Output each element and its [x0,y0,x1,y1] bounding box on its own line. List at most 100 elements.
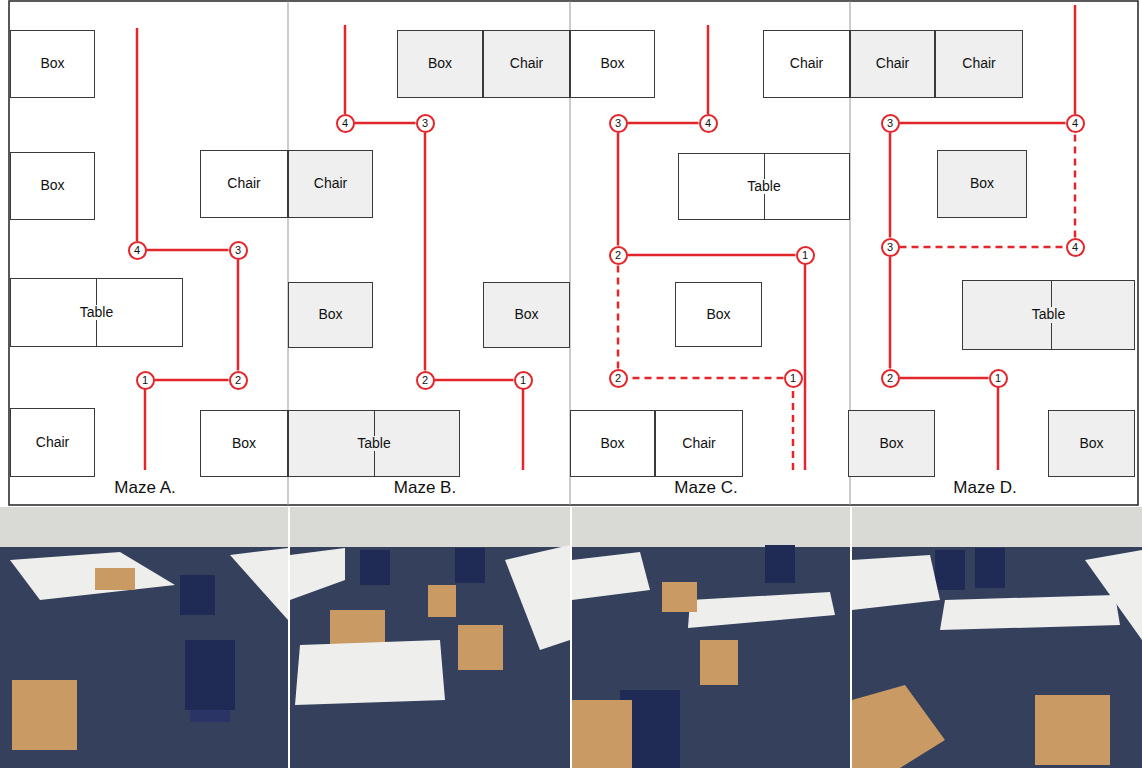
object-box: Chair [200,150,288,218]
object-label: Box [968,176,996,191]
photo-wall [572,507,850,547]
waypoint-number: 2 [235,374,241,386]
waypoint-circle: 4 [1066,114,1085,133]
object-box: Table [962,280,1135,350]
object-label: Box [230,436,258,451]
object-label: Box [1077,436,1105,451]
object-box: Chair [935,30,1023,98]
photo-box [662,582,697,612]
photo-table [290,548,345,600]
object-box: Table [10,278,183,347]
waypoint-circle: 2 [881,369,900,388]
route-segment [355,122,416,125]
route-segment [155,379,229,382]
route-segment [424,133,427,371]
photo-box [700,640,738,685]
maze-label: Maze B. [394,478,456,498]
object-box: Box [200,410,288,477]
waypoint-number: 2 [887,372,893,384]
route-segment [617,133,620,246]
photo-chair [190,710,230,722]
object-box: Chair [288,150,373,218]
photo-table [1085,550,1142,640]
object-box: Chair [763,30,850,98]
object-box: Box [1048,410,1135,477]
photo-chair [935,550,965,590]
photo-chair [765,545,795,583]
route-segment [435,379,514,382]
photo-chair [360,550,390,585]
waypoint-number: 2 [422,374,428,386]
object-box: Box [288,282,373,348]
object-box: Box [570,410,655,477]
object-box: Box [10,152,95,220]
object-box: Box [397,30,483,98]
waypoint-number: 3 [422,117,428,129]
route-segment [900,377,989,380]
object-box: Box [10,30,95,98]
photo-wall [0,507,288,547]
object-box: Chair [850,30,935,98]
object-label: Box [426,56,454,71]
room-photo [572,507,850,768]
object-box: Box [937,150,1027,218]
waypoint-circle: 2 [416,371,435,390]
photo-chair [975,548,1005,588]
path-end [792,387,795,470]
object-label: Box [598,436,626,451]
path-end [522,389,525,470]
waypoint-circle: 2 [609,246,628,265]
object-label: Chair [312,176,349,191]
object-label: Chair [874,56,911,71]
object-box: Chair [10,408,95,477]
route-segment [1074,133,1077,238]
photo-carpet [852,547,1142,768]
object-label: Chair [960,56,997,71]
object-label: Chair [788,56,825,71]
route-segment [237,260,240,371]
waypoint-circle: 3 [229,241,248,260]
panel-frame [9,1,1138,505]
photo-chair [455,548,485,583]
photo-table [940,595,1120,630]
route-segment [628,377,784,380]
photo-table [688,592,835,628]
waypoint-number: 3 [615,117,621,129]
path-end [136,28,139,241]
object-label: Box [38,178,66,193]
path-end [707,25,710,114]
maze-label: Maze A. [114,478,175,498]
waypoint-circle: 4 [1066,238,1085,257]
object-box: Box [848,410,935,477]
waypoint-number: 1 [802,249,808,261]
photo-chair [185,640,235,710]
object-label: Box [512,307,540,322]
waypoint-circle: 2 [609,369,628,388]
path-end [997,387,1000,470]
route-segment [889,133,892,238]
photo-box [852,685,945,768]
waypoint-circle: 4 [128,241,147,260]
waypoint-circle: 3 [609,114,628,133]
route-segment [900,122,1066,125]
photo-box [12,680,77,750]
waypoint-number: 1 [142,374,148,386]
object-box: Box [570,30,655,98]
waypoint-circle: 3 [881,114,900,133]
object-label: Box [598,56,626,71]
object-box: Chair [483,30,570,98]
route-segment [617,265,620,369]
waypoint-number: 2 [615,372,621,384]
object-label: Chair [680,436,717,451]
object-label: Table [355,436,392,451]
waypoint-number: 1 [520,374,526,386]
object-box: Table [288,410,460,477]
waypoint-number: 4 [342,117,348,129]
photo-table [505,545,570,650]
object-label: Box [877,436,905,451]
route-segment [900,246,1066,249]
object-box: Box [675,282,762,347]
